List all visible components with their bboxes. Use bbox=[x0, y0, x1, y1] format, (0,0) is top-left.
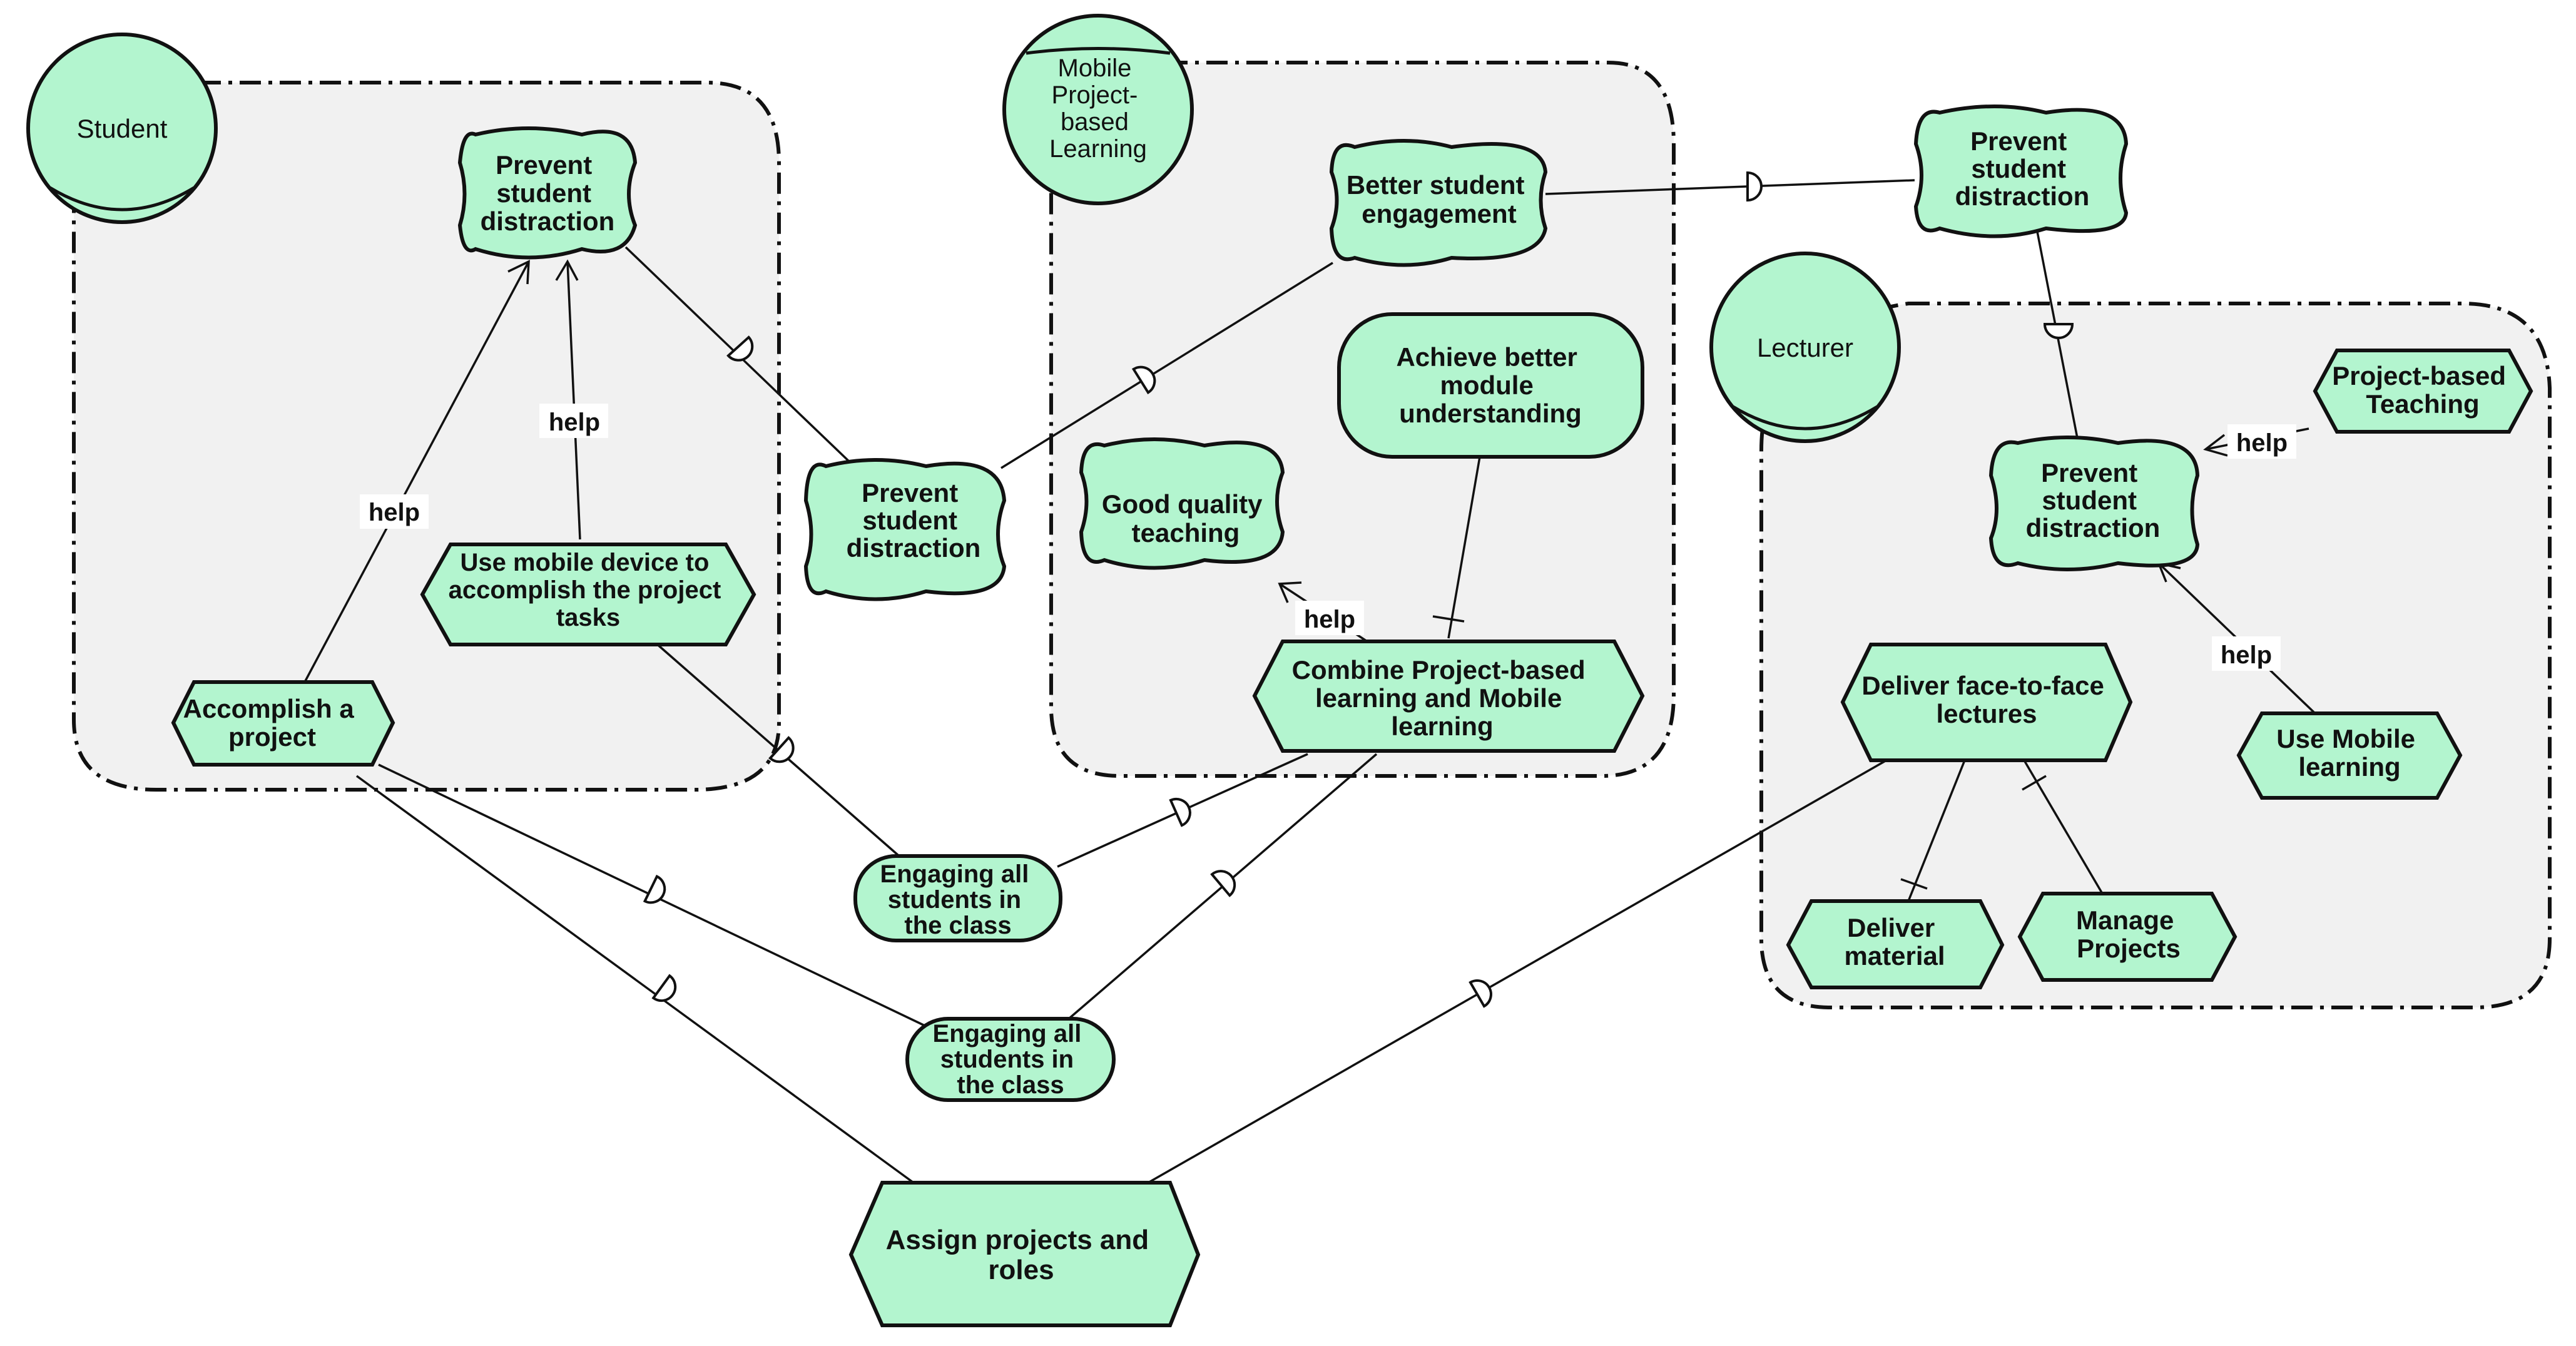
softgoal-middle-prevent-distraction[interactable]: Prevent student distraction bbox=[803, 458, 1007, 601]
softgoal-top-prevent-distraction[interactable]: Prevent student distraction bbox=[1913, 105, 2129, 238]
dependency-d-marker bbox=[1746, 171, 1763, 202]
dependency-d-marker bbox=[1210, 870, 1236, 897]
softgoal-student-prevent-distraction[interactable]: Prevent student distraction bbox=[457, 126, 638, 260]
help-link-usemobile-to-prevent: help bbox=[539, 259, 608, 540]
dependency-d-marker bbox=[2043, 323, 2074, 339]
actor-student[interactable]: Student bbox=[26, 33, 218, 224]
svg-text:Better student engagemen: Better student engagement bbox=[1347, 170, 1532, 228]
svg-text:Engaging all students in: Engaging all students in the class bbox=[933, 1020, 1089, 1099]
dependency-link bbox=[1148, 759, 1887, 1184]
task-accomplish-project[interactable]: Accomplish a project bbox=[171, 680, 395, 767]
decomposition-link-deliver-to-material bbox=[1900, 760, 1966, 902]
svg-text:Combine Project-based le: Combine Project-based learning and Mobil… bbox=[1292, 655, 1593, 741]
task-project-based-teaching[interactable]: Project-based Teaching bbox=[2313, 349, 2533, 434]
svg-text:Use Mobile learning: Use Mobile learning bbox=[2276, 724, 2422, 782]
svg-text:Deliver face-to-face lec: Deliver face-to-face lectures bbox=[1861, 671, 2111, 728]
decomposition-link-combine-to-achieve bbox=[1432, 456, 1481, 639]
svg-text:Prevent student di: Prevent student distraction bbox=[1955, 126, 2090, 211]
help-link-usemobilelearning-to-lecturer-prevent: help bbox=[2157, 561, 2316, 715]
svg-text:Prevent student di: Prevent student distraction bbox=[847, 478, 981, 563]
svg-text:Engaging all students in: Engaging all students in the class bbox=[880, 860, 1036, 939]
help-label: help bbox=[2236, 429, 2288, 457]
dependency-d-marker bbox=[643, 874, 666, 904]
decomposition-link-deliver-to-manage bbox=[2022, 760, 2104, 894]
goal-achieve-module-understanding[interactable]: Achieve better module understanding bbox=[1337, 312, 1644, 459]
dependency-link bbox=[1545, 179, 1915, 195]
svg-text:Achieve better module: Achieve better module understanding bbox=[1396, 342, 1584, 428]
help-label: help bbox=[549, 409, 600, 436]
help-label: help bbox=[1304, 606, 1355, 633]
svg-text:Prevent student di: Prevent student distraction bbox=[2026, 458, 2161, 543]
task-use-mobile-learning[interactable]: Use Mobile learning bbox=[2236, 711, 2463, 800]
task-deliver-lectures[interactable]: Deliver face-to-face lectures bbox=[1840, 643, 2133, 762]
help-link-pbt-to-lecturer-prevent: help bbox=[2203, 424, 2309, 459]
help-label: help bbox=[2221, 641, 2272, 669]
task-deliver-material[interactable]: Deliver material bbox=[1786, 899, 2005, 989]
dependency-link bbox=[355, 775, 915, 1184]
dependency-d-marker bbox=[1131, 365, 1156, 395]
task-manage-projects[interactable]: Manage Projects bbox=[2017, 892, 2237, 982]
task-assign-projects[interactable]: Assign projects and roles bbox=[848, 1181, 1201, 1327]
goal-engaging-students-1[interactable]: Engaging all students in the class bbox=[853, 854, 1062, 942]
help-label: help bbox=[369, 499, 420, 526]
help-link-accomplish-to-prevent: help bbox=[303, 260, 530, 683]
svg-text:Project-based Teaching: Project-based Teaching bbox=[2332, 361, 2513, 419]
dependency-d-marker bbox=[651, 974, 677, 1002]
dependency-d-marker bbox=[726, 335, 754, 362]
dependency-d-marker bbox=[1169, 798, 1191, 827]
softgoal-lecturer-prevent-distraction[interactable]: Prevent student distraction bbox=[1988, 436, 2200, 571]
task-use-mobile-device[interactable]: Use mobile device to accomplish the proj… bbox=[420, 543, 756, 646]
dependency-link bbox=[1062, 753, 1378, 1024]
svg-text:Accomplish a project: Accomplish a project bbox=[183, 694, 362, 752]
svg-text:Prevent student di: Prevent student distraction bbox=[481, 150, 615, 236]
softgoal-better-engagement[interactable]: Better student engagement bbox=[1329, 139, 1548, 267]
dependency-link bbox=[1000, 262, 1333, 469]
actor-label: Mobile Project- based Learning bbox=[1049, 54, 1147, 163]
svg-text:Manage Projects: Manage Projects bbox=[2076, 905, 2181, 963]
dependency-d-marker bbox=[1469, 979, 1492, 1008]
svg-text:Use mobile device to acc: Use mobile device to accomplish the proj… bbox=[449, 549, 728, 631]
svg-text:Assign projects and role: Assign projects and roles bbox=[886, 1225, 1157, 1285]
dependency-d-marker bbox=[768, 736, 795, 763]
help-link-combine-to-goodteaching: help bbox=[1278, 581, 1368, 643]
softgoal-good-quality-teaching[interactable]: Good quality teaching bbox=[1079, 437, 1285, 570]
actor-label: Lecturer bbox=[1757, 333, 1853, 362]
svg-text:Good quality teaching: Good quality teaching bbox=[1102, 489, 1270, 548]
goal-engaging-students-2[interactable]: Engaging all students in the class bbox=[905, 1017, 1116, 1102]
actor-mobile-pbl[interactable]: Mobile Project- based Learning bbox=[1002, 14, 1194, 205]
actor-label: Student bbox=[77, 114, 168, 143]
svg-text:Deliver material: Deliver material bbox=[1844, 913, 1945, 971]
actor-lecturer[interactable]: Lecturer bbox=[1709, 252, 1901, 443]
task-combine-pbl[interactable]: Combine Project-based learning and Mobil… bbox=[1252, 640, 1645, 753]
